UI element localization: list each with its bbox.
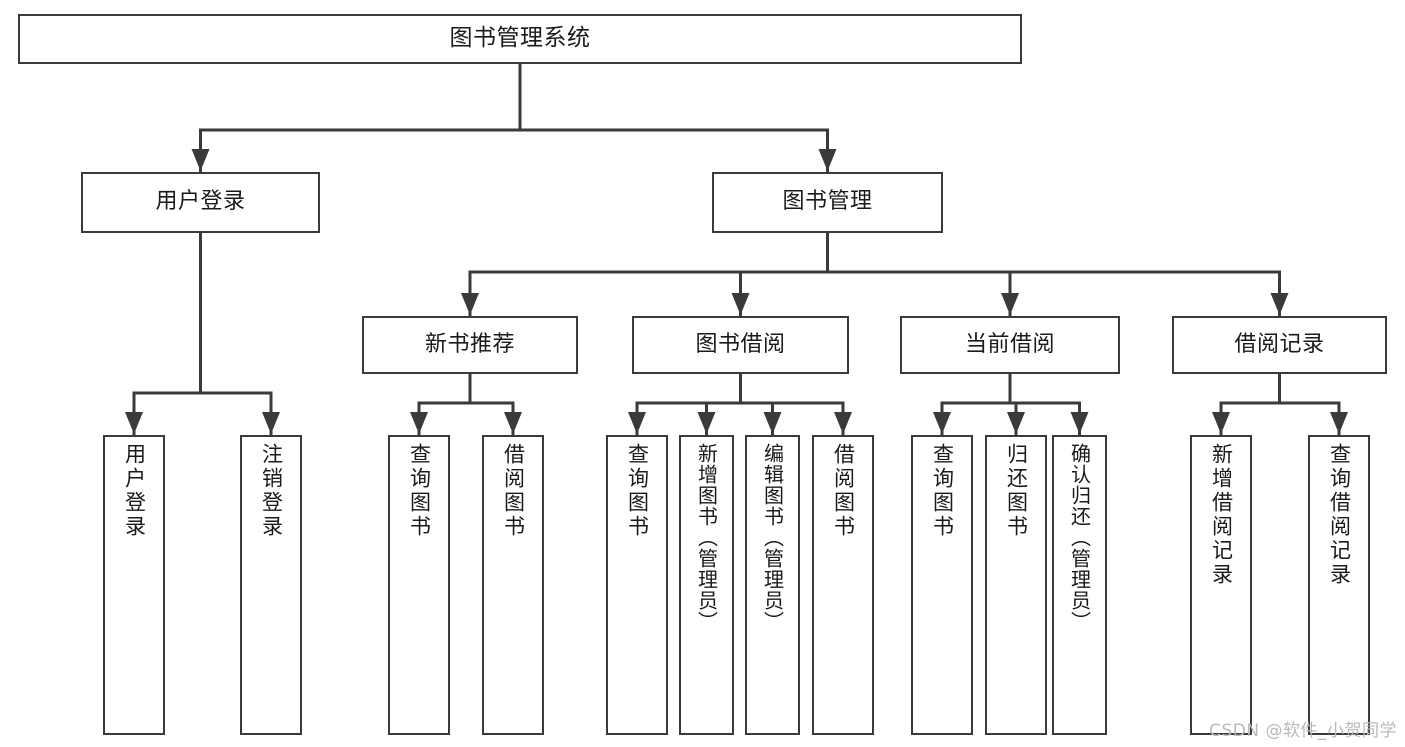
borrow-record-to-leaves-arrowhead-1	[1330, 412, 1348, 434]
node-leaf-query-book-3: 查询图书	[911, 435, 973, 735]
node-label: 新书推荐	[424, 331, 515, 357]
node-label: 用户登录	[122, 443, 147, 539]
node-leaf-add-record: 新增借阅记录	[1190, 435, 1252, 735]
book-borrow-to-leaves-arrowhead-3	[834, 412, 852, 434]
book-manage-to-level2-arrowhead-3	[1270, 293, 1289, 315]
node-label: 查询图书	[407, 443, 432, 539]
current-borrow-to-leaves-arrowhead-2	[1070, 412, 1089, 434]
root-to-level1-arrowhead-0	[191, 149, 210, 171]
node-leaf-user-logout: 注销登录	[240, 435, 302, 735]
book-manage-to-level2-arrowhead-0	[461, 293, 479, 315]
user-login-to-leaves-arrowhead-1	[262, 412, 280, 434]
book-borrow-to-leaves-arrowhead-1	[697, 412, 716, 434]
borrow-record-to-leaves-arrowhead-0	[1212, 412, 1230, 434]
current-borrow-to-leaves-arrowhead-1	[1007, 412, 1025, 434]
node-book-borrow: 图书借阅	[632, 316, 849, 374]
root-to-level1-arrowhead-1	[818, 149, 837, 171]
book-borrow-to-leaves-arrowhead-0	[628, 412, 646, 434]
node-leaf-query-book-1: 查询图书	[388, 435, 450, 735]
node-label: 图书管理	[782, 189, 873, 215]
node-label: 图书借阅	[695, 331, 786, 357]
node-leaf-borrow-book-2: 借阅图书	[812, 435, 874, 735]
node-leaf-add-book: 新增图书（管理员）	[679, 435, 734, 735]
new-book-recommend-to-leaves-arrowhead-0	[410, 412, 428, 434]
node-leaf-edit-book: 编辑图书（管理员）	[745, 435, 800, 735]
node-label: 图书管理系统	[449, 25, 591, 52]
node-user-login: 用户登录	[81, 172, 320, 233]
node-book-manage: 图书管理	[712, 172, 943, 233]
node-label: 编辑图书（管理员）	[760, 443, 785, 632]
node-leaf-confirm-return: 确认归还（管理员）	[1052, 435, 1107, 735]
watermark-text: CSDN @软件_小贺同学	[1209, 721, 1397, 741]
node-root-title: 图书管理系统	[18, 14, 1022, 64]
node-label: 确认归还（管理员）	[1067, 443, 1092, 632]
node-current-borrow: 当前借阅	[900, 316, 1120, 374]
node-label: 归还图书	[1004, 443, 1029, 539]
node-leaf-borrow-book-1: 借阅图书	[482, 435, 544, 735]
node-label: 借阅记录	[1234, 331, 1325, 357]
node-label: 注销登录	[259, 443, 284, 539]
node-label: 当前借阅	[964, 331, 1055, 357]
new-book-recommend-to-leaves-arrowhead-1	[504, 412, 522, 434]
node-label: 查询图书	[930, 443, 955, 539]
node-leaf-user-login: 用户登录	[103, 435, 165, 735]
book-manage-to-level2-arrowhead-2	[1001, 293, 1019, 315]
user-login-to-leaves-arrowhead-0	[125, 412, 143, 434]
node-leaf-return-book: 归还图书	[985, 435, 1047, 735]
node-label: 查询图书	[625, 443, 650, 539]
node-label: 查询借阅记录	[1327, 443, 1352, 587]
book-manage-to-level2-arrowhead-1	[731, 293, 750, 315]
node-label: 借阅图书	[501, 443, 526, 539]
book-borrow-to-leaves-arrowhead-2	[763, 412, 782, 434]
node-borrow-record: 借阅记录	[1172, 316, 1387, 374]
node-label: 新增借阅记录	[1209, 443, 1234, 587]
node-leaf-query-book-2: 查询图书	[606, 435, 668, 735]
node-leaf-query-record: 查询借阅记录	[1308, 435, 1370, 735]
node-label: 用户登录	[155, 189, 246, 215]
node-new-book-recommend: 新书推荐	[362, 316, 578, 374]
current-borrow-to-leaves-arrowhead-0	[933, 412, 951, 434]
node-label: 借阅图书	[831, 443, 856, 539]
node-label: 新增图书（管理员）	[694, 443, 719, 632]
